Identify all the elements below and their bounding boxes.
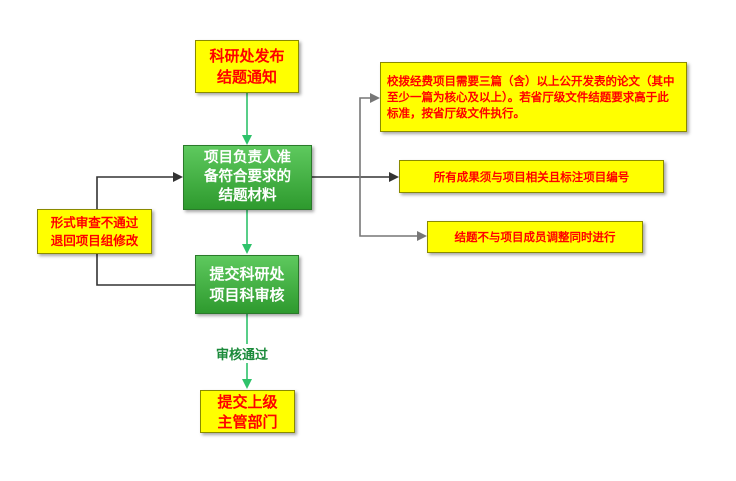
node-prepare-materials: 项目负责人准 备符合要求的 结题材料: [183, 145, 312, 210]
note-paper-requirement: 校拨经费项目需要三篇（含）以上公开发表的论文（其中至少一篇为核心及以上）。若省厅…: [380, 62, 687, 132]
node-submit-superior-label: 提交上级 主管部门: [217, 392, 278, 431]
note-project-label-text: 所有成果须与项目相关且标注项目编号: [433, 169, 630, 184]
node-reject-return: 形式审查不通过 退回项目组修改: [37, 209, 152, 254]
node-prepare-materials-label: 项目负责人准 备符合要求的 结题材料: [204, 150, 291, 204]
note-paper-requirement-text: 校拨经费项目需要三篇（含）以上公开发表的论文（其中至少一篇为核心及以上）。若省厅…: [387, 74, 675, 120]
node-reject-return-label: 形式审查不通过 退回项目组修改: [50, 214, 139, 248]
arrow-prepare-to-requirement-note: [359, 93, 380, 177]
node-submit-superior: 提交上级 主管部门: [200, 390, 295, 433]
note-member-adjustment: 结题不与项目成员调整同时进行: [427, 221, 643, 253]
arrow-prepare-to-members-note: [359, 177, 427, 241]
note-project-label: 所有成果须与项目相关且标注项目编号: [399, 160, 664, 193]
note-member-adjustment-text: 结题不与项目成员调整同时进行: [454, 230, 616, 244]
edge-label-approved: 审核通过: [214, 344, 271, 363]
node-review-label: 提交科研处 项目科审核: [209, 264, 285, 304]
node-start-notice-label: 科研处发布 结题通知: [209, 46, 285, 86]
node-start-notice: 科研处发布 结题通知: [195, 40, 299, 93]
node-review: 提交科研处 项目科审核: [195, 255, 299, 314]
